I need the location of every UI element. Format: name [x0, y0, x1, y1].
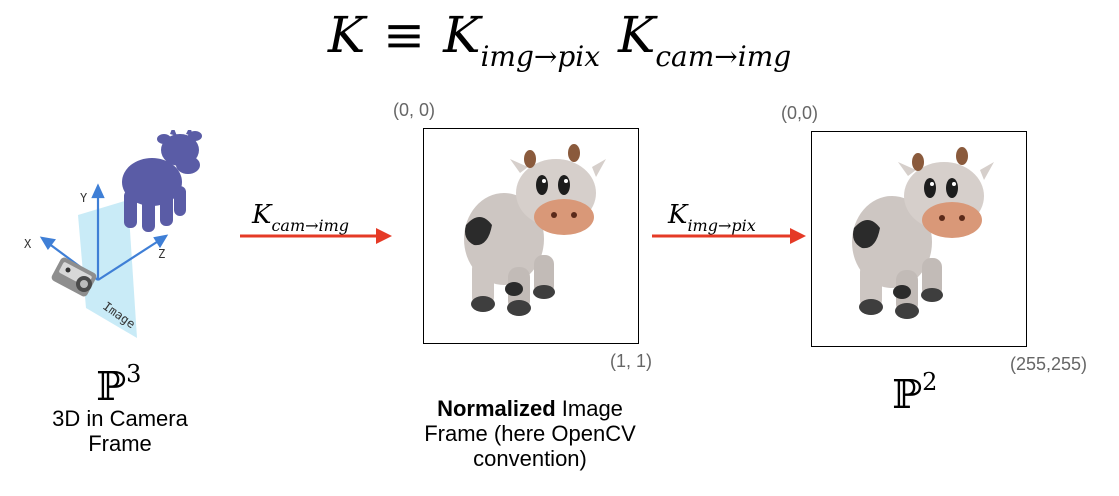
middle-top-left-coord: (0, 0)	[393, 100, 436, 120]
cow-figure	[464, 144, 606, 316]
camera-frame-illustration: Image Y X Z	[24, 130, 202, 338]
left-caption-line2: Frame	[88, 431, 152, 456]
camera-axes	[39, 183, 169, 281]
cow-image-pixel	[852, 147, 994, 319]
pixel-image-frame	[811, 131, 1027, 347]
right-bottom-right-coord: (255,255)	[1010, 354, 1088, 374]
arrow1-label-k: K	[252, 200, 272, 230]
left-caption: 3D in Camera Frame	[20, 406, 220, 456]
right-top-left-coord: (0,0)	[781, 103, 819, 123]
blue-cow-3d	[122, 130, 202, 232]
p2-letter: ℙ	[892, 372, 923, 418]
middle-caption-line3: convention)	[473, 446, 587, 471]
equation-lhs: K	[327, 6, 366, 64]
arrow1-label-subscript: cam→img	[271, 216, 350, 235]
middle-caption-rest: Image	[555, 396, 623, 421]
p2-power: 2	[922, 368, 938, 396]
left-caption-line1: 3D in Camera	[52, 406, 188, 431]
cow-image	[464, 144, 606, 316]
arrow1	[240, 228, 392, 244]
p2-symbol: ℙ2	[892, 368, 937, 418]
equation-equiv-symbol: ≡	[383, 6, 426, 64]
middle-caption-bold: Normalized	[437, 396, 556, 421]
middle-caption-line2: Frame (here OpenCV	[424, 421, 636, 446]
y-axis-label: Y	[80, 191, 88, 205]
camera-icon	[51, 257, 97, 297]
cow-figure	[852, 147, 994, 319]
arrow1-label: Kcam→img	[252, 200, 349, 235]
arrow2-label: Kimg→pix	[668, 200, 756, 235]
equation-k2-subscript: cam→img	[655, 40, 792, 73]
arrow2-label-subscript: img→pix	[687, 216, 756, 235]
middle-caption: Normalized Image Frame (here OpenCV conv…	[400, 396, 660, 471]
p3-symbol: ℙ3	[96, 360, 141, 410]
arrow2-label-k: K	[668, 200, 688, 230]
p3-letter: ℙ	[96, 364, 127, 410]
p3-power: 3	[126, 360, 142, 388]
equation-k2: K	[618, 6, 656, 64]
image-plane	[78, 200, 137, 338]
equation-k1-subscript: img→pix	[480, 40, 600, 73]
middle-caption-line1: Normalized Image	[400, 396, 660, 421]
middle-bottom-right-coord: (1, 1)	[610, 351, 653, 371]
equation-k1: K	[443, 6, 481, 64]
arrow2	[652, 228, 806, 244]
x-axis-label: X	[24, 237, 32, 251]
normalized-image-frame	[423, 128, 639, 344]
z-axis-label: Z	[158, 247, 165, 261]
